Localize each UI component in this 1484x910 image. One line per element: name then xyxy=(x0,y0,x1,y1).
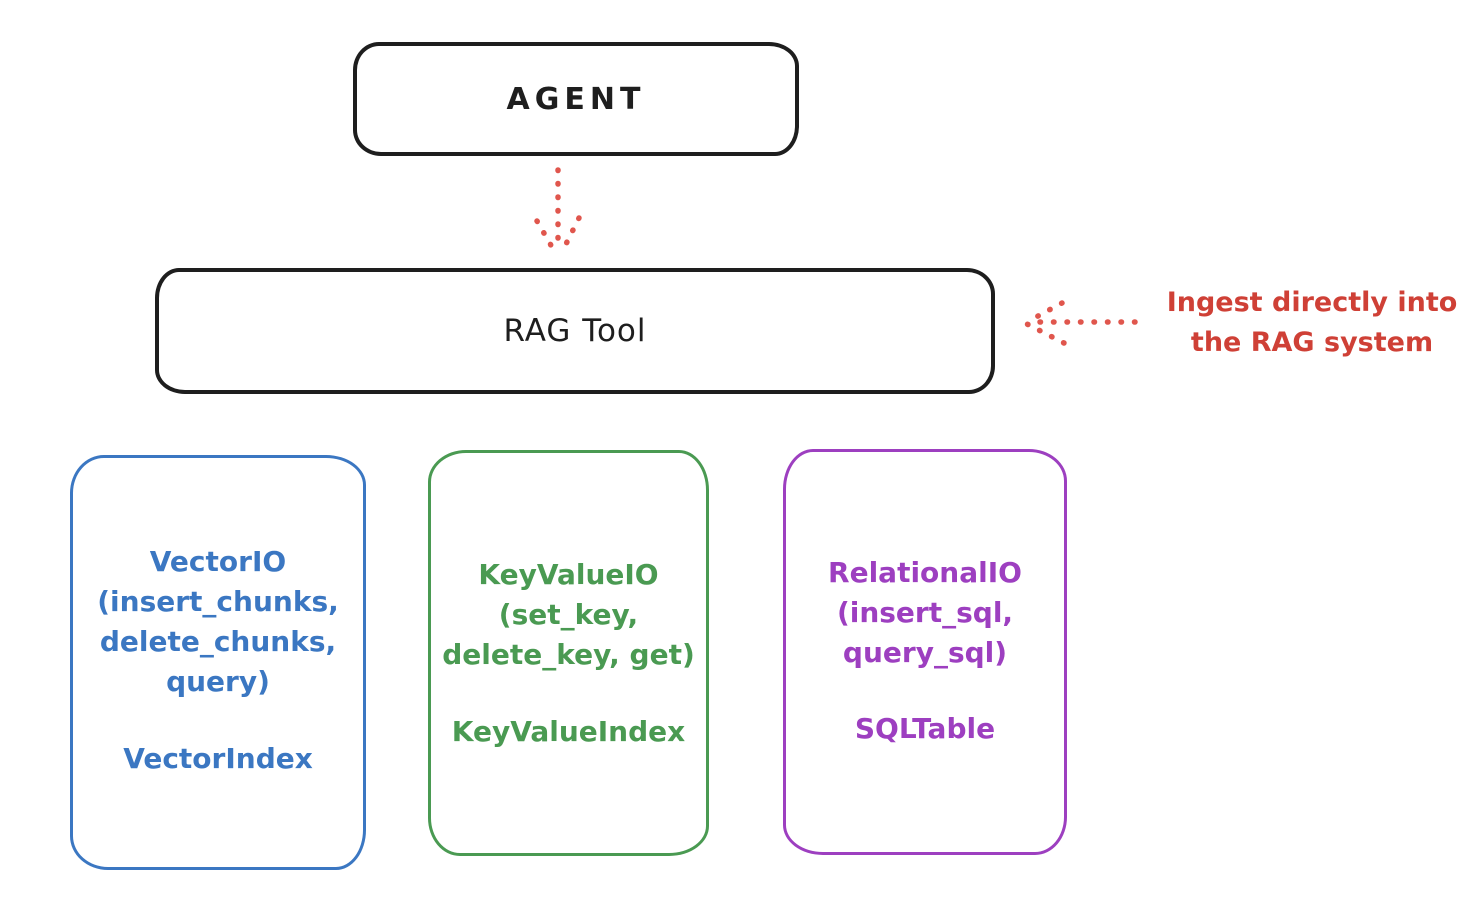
vector-io-box: VectorIO (insert_chunks, delete_chunks, … xyxy=(70,455,366,870)
vector-io-line: delete_chunks, xyxy=(99,625,337,658)
ingest-annotation-line1: Ingest directly into xyxy=(1166,287,1458,318)
relational-io-line: RelationalIO xyxy=(828,556,1022,589)
ingest-annotation: Ingest directly into the RAG system xyxy=(1140,283,1484,363)
keyvalue-io-line: KeyValueIO xyxy=(478,558,659,591)
keyvalue-io-line: (set_key, xyxy=(498,598,639,631)
ingest-annotation-line2: the RAG system xyxy=(1190,327,1434,358)
keyvalue-index-label: KeyValueIndex xyxy=(451,715,686,748)
vector-io-line: query) xyxy=(166,665,270,698)
relational-io-description: RelationalIO (insert_sql, query_sql) xyxy=(786,553,1064,673)
dotted-left-arrow-icon xyxy=(1024,300,1138,346)
relational-io-box: RelationalIO (insert_sql, query_sql) SQL… xyxy=(783,449,1067,855)
vector-io-line: (insert_chunks, xyxy=(97,585,339,618)
vector-index-label: VectorIndex xyxy=(123,742,313,775)
agent-box: AGENT xyxy=(353,42,799,156)
keyvalue-io-box: KeyValueIO (set_key, delete_key, get) Ke… xyxy=(428,450,709,856)
agent-label: AGENT xyxy=(506,81,646,117)
keyvalue-io-line: delete_key, get) xyxy=(442,638,695,671)
dotted-down-arrow-icon xyxy=(534,167,582,257)
sql-table-label: SQLTable xyxy=(854,712,996,745)
vector-io-description: VectorIO (insert_chunks, delete_chunks, … xyxy=(73,542,363,702)
rag-tool-label: RAG Tool xyxy=(503,313,647,349)
vector-io-line: VectorIO xyxy=(149,545,287,578)
rag-tool-box: RAG Tool xyxy=(155,268,995,394)
relational-io-line: (insert_sql, xyxy=(836,596,1014,629)
keyvalue-io-description: KeyValueIO (set_key, delete_key, get) xyxy=(431,555,706,675)
relational-io-line: query_sql) xyxy=(842,636,1008,669)
